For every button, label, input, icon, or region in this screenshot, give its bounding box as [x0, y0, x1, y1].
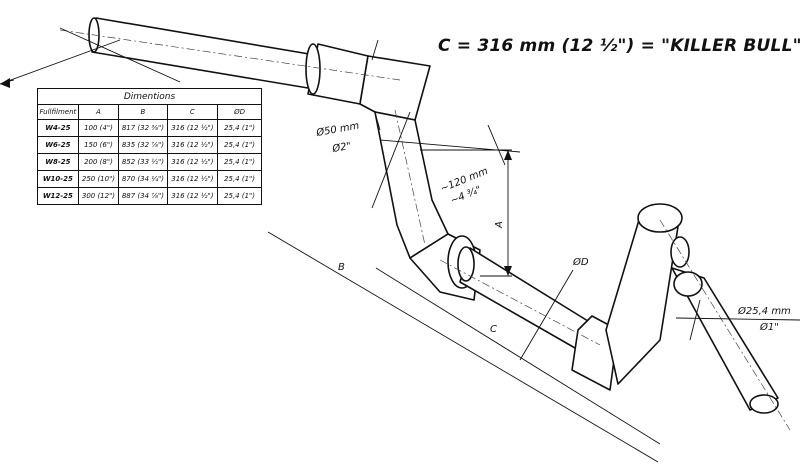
table-cell: W6-25: [37, 136, 79, 154]
table-cell: 300 (12"): [77, 187, 120, 205]
table-header-b: B: [118, 104, 168, 120]
label-dim-c: C: [490, 324, 497, 335]
table-cell: W4-25: [37, 119, 79, 137]
table-row: W12-25 300 (12") 887 (34 ⅞") 316 (12 ½")…: [37, 187, 262, 205]
upper-bar: [91, 17, 316, 89]
table-cell: 835 (32 ⅞"): [118, 136, 168, 154]
riser-top: [637, 203, 683, 233]
arrow-a-bottom: [504, 266, 512, 276]
right-riser: [605, 209, 681, 385]
table-cell: 25,4 (1"): [217, 153, 262, 171]
table-row: W8-25 200 (8") 852 (33 ½") 316 (12 ½") 2…: [37, 153, 262, 171]
table-cell: 316 (12 ½"): [166, 119, 219, 137]
label-d25-in: Ø1": [759, 321, 779, 333]
label-dim-a: A: [494, 221, 505, 229]
table-header-a: A: [77, 104, 120, 120]
table-cell: 250 (10"): [77, 170, 120, 188]
table-cell: 316 (12 ½"): [166, 187, 219, 205]
table-cell: 200 (8"): [77, 153, 120, 171]
dim-ext-b-left: [59, 27, 181, 83]
table-header-d: ØD: [217, 104, 262, 120]
dim-line-120: [371, 111, 521, 209]
table-header-c: C: [166, 104, 219, 120]
leader-d50: [371, 39, 381, 131]
table-cell: W8-25: [37, 153, 79, 171]
label-d50-in: Ø2": [330, 140, 352, 155]
arrow-a-top: [504, 150, 512, 160]
arrow-b-left: [0, 78, 10, 88]
label-dim-d: ØD: [572, 256, 589, 268]
table-cell: 100 (4"): [77, 119, 120, 137]
dim-line-c: [375, 267, 661, 445]
centerline-right: [659, 219, 791, 431]
leader-d25: [675, 299, 800, 341]
centerline-drop: [394, 109, 426, 246]
headline: C = 316 mm (12 ½") = "KILLER BULL": [438, 36, 800, 56]
center-bar-end: [457, 246, 475, 282]
centerline-lower: [439, 259, 601, 346]
leader-d: [519, 269, 574, 361]
table-cell: 870 (34 ¼"): [118, 170, 168, 188]
table-row: W10-25 250 (10") 870 (34 ¼") 316 (12 ½")…: [37, 170, 262, 188]
grip-bar-end: [749, 394, 779, 414]
table-cell: 852 (33 ½"): [118, 153, 168, 171]
upper-sleeve-face: [305, 43, 321, 95]
grip-bar-start: [673, 271, 703, 297]
table-cell: W10-25: [37, 170, 79, 188]
centerline-upper: [59, 29, 401, 81]
table-cell: 150 (6"): [77, 136, 120, 154]
table-row: W6-25 150 (6") 835 (32 ⅞") 316 (12 ½") 2…: [37, 136, 262, 154]
table-cell: 817 (32 ⅜"): [118, 119, 168, 137]
label-d50-mm: Ø50 mm: [314, 120, 360, 140]
table-cell: 25,4 (1"): [217, 170, 262, 188]
dimensions-table: Dimentions Fullfilment A B C ØD W4-25 10…: [37, 88, 262, 205]
table-caption: Dimentions: [37, 88, 262, 105]
table-row: W4-25 100 (4") 817 (32 ⅜") 316 (12 ½") 2…: [37, 119, 262, 137]
table-cell: 316 (12 ½"): [166, 153, 219, 171]
table-cell: W12-25: [37, 187, 79, 205]
table-cell: 25,4 (1"): [217, 187, 262, 205]
table-cell: 25,4 (1"): [217, 136, 262, 154]
table-cell: 316 (12 ½"): [166, 136, 219, 154]
table-cell: 25,4 (1"): [217, 119, 262, 137]
table-cell: 316 (12 ½"): [166, 170, 219, 188]
label-dim-b: B: [338, 262, 345, 273]
label-d25-mm: Ø25,4 mm: [737, 305, 791, 317]
table-cell: 887 (34 ⅞"): [118, 187, 168, 205]
table-header-fullfilment: Fullfilment: [37, 104, 79, 120]
